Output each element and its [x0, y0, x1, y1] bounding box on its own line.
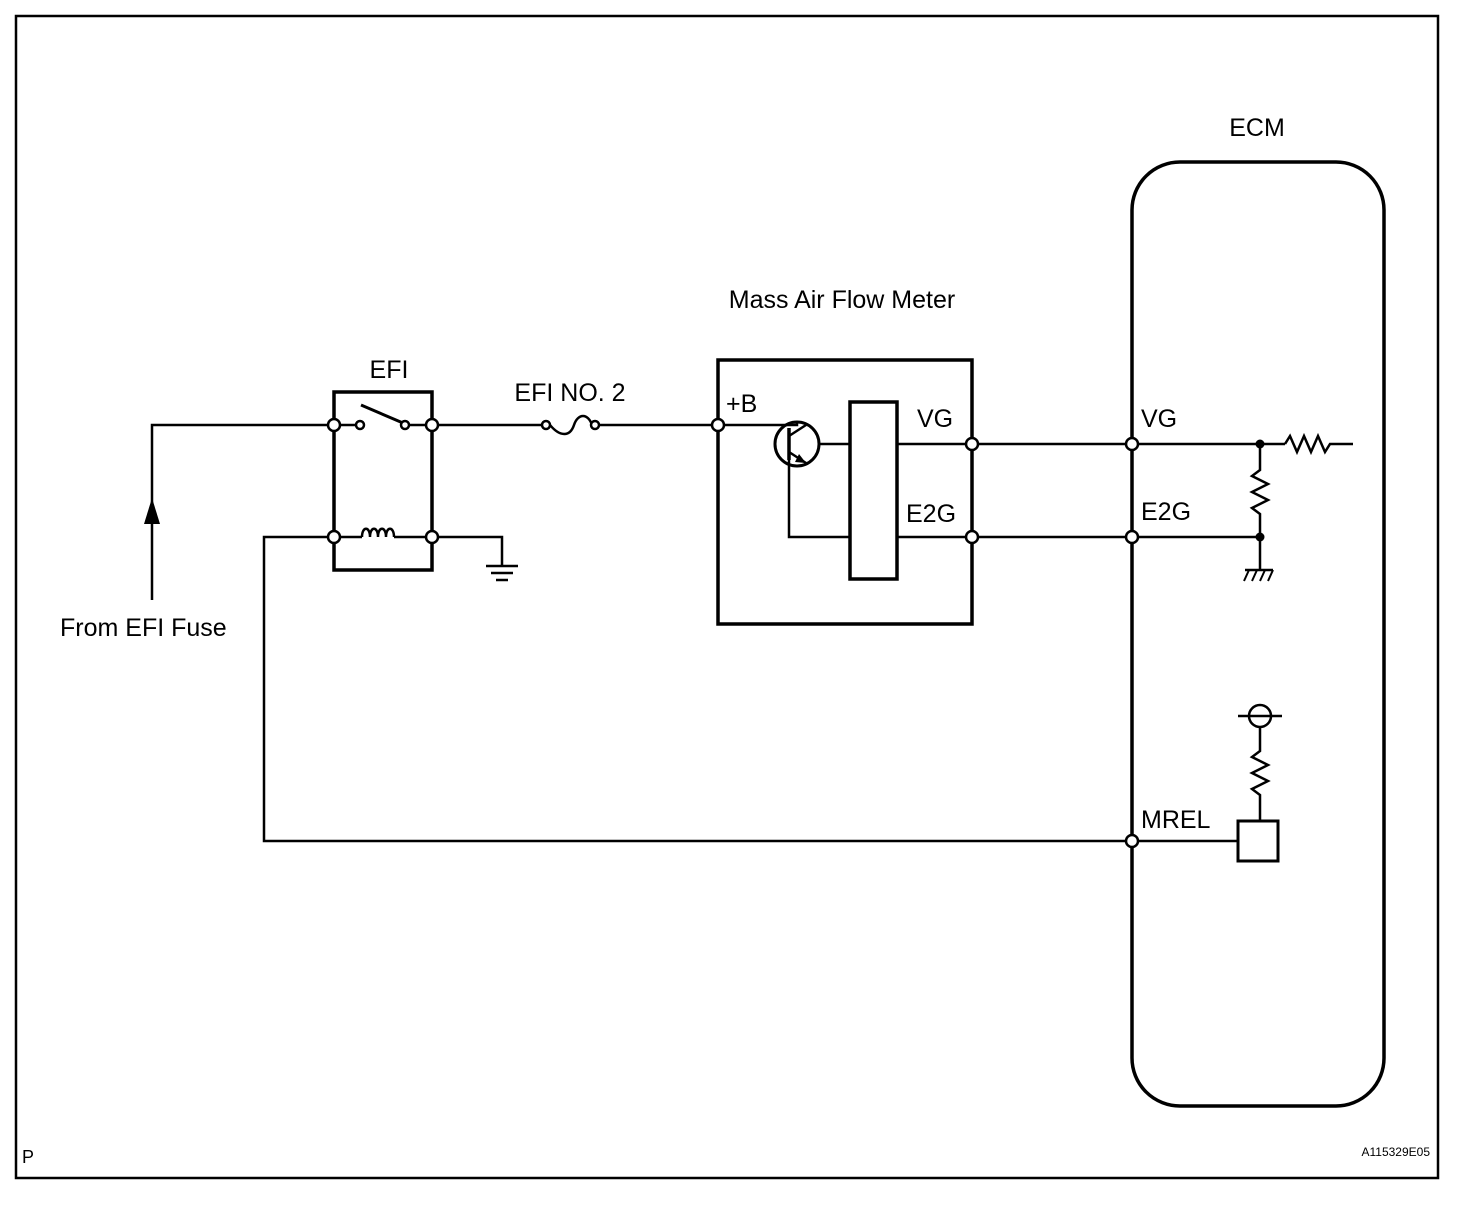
source-wire — [150, 423, 334, 600]
efi-relay-block — [332, 390, 434, 572]
fuse-icon — [540, 414, 601, 436]
diagram-frame — [14, 14, 1440, 1180]
source-label: From EFI Fuse — [60, 614, 227, 642]
maf-sensor-element — [848, 400, 899, 581]
ecm-block — [1130, 160, 1386, 1108]
figure-id: A115329E05 — [1361, 1145, 1430, 1159]
ground-icon — [1243, 568, 1274, 582]
mrel-wire — [262, 535, 1132, 843]
ecm-vg-label: VG — [1141, 405, 1177, 433]
mrel-driver-block — [1236, 819, 1280, 863]
relay-switch-icon — [334, 403, 432, 431]
ecm-label: ECM — [1229, 114, 1285, 142]
maf-plus-b-label: +B — [726, 390, 757, 418]
transistor-icon — [773, 420, 821, 468]
maf-block — [716, 358, 974, 626]
efi-relay-label: EFI — [370, 356, 409, 384]
efi-fuse-label: EFI NO. 2 — [514, 379, 625, 407]
ecm-mrel-label: MREL — [1141, 806, 1211, 834]
relay-coil-icon — [334, 527, 432, 539]
resistor-icon — [1283, 432, 1353, 456]
power-supply-icon — [1238, 703, 1282, 729]
resistor-icon — [1249, 728, 1271, 821]
up-arrow-icon — [144, 498, 160, 524]
ecm-e2g-label: E2G — [1141, 498, 1191, 526]
ground-icon — [486, 564, 518, 582]
maf-label: Mass Air Flow Meter — [729, 286, 955, 314]
corner-label: P — [22, 1147, 34, 1167]
terminals — [326, 417, 1140, 849]
maf-e2g-label: E2G — [906, 500, 956, 528]
maf-vg-label: VG — [917, 405, 953, 433]
resistor-icon — [1249, 444, 1271, 537]
